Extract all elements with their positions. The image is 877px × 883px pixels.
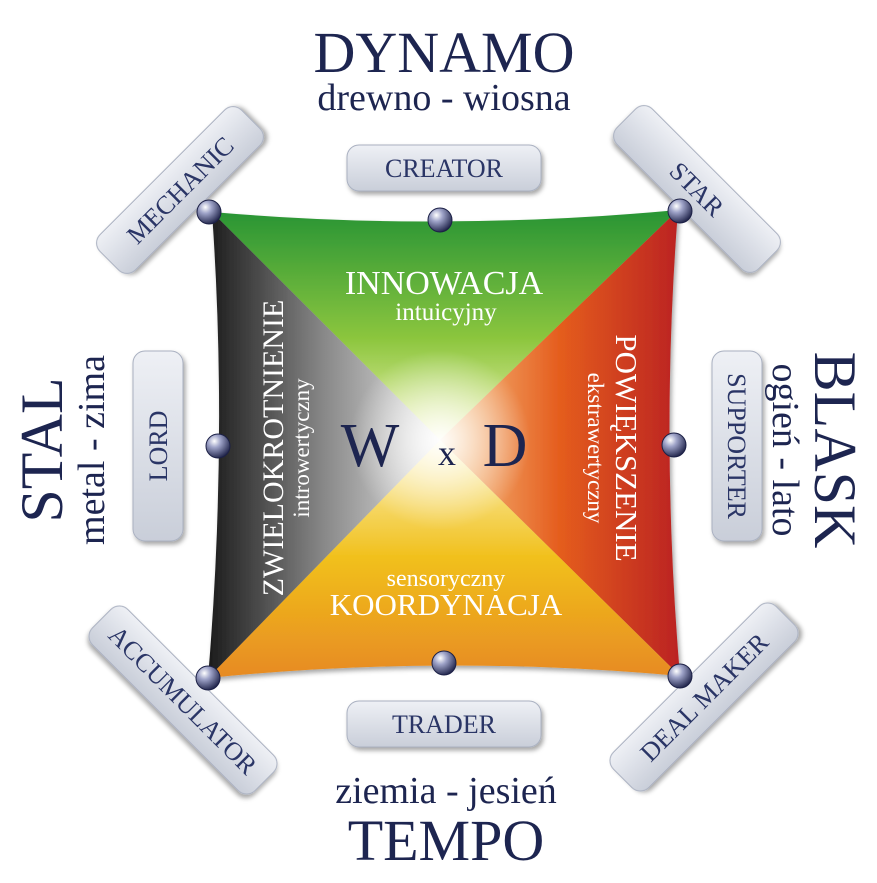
central-square [208,210,680,678]
dynamic-left-element: metal - zima [71,355,113,545]
profile-tab-trader: TRADER [346,700,542,748]
bead [661,432,687,458]
quadrant-right-title: POWIĘKSZENIE [609,334,644,561]
quadrant-left [208,212,440,678]
profile-tab-label: CREATOR [385,154,504,183]
beads [195,198,693,691]
dynamic-top-name: DYNAMO [314,20,575,85]
profile-tab-label: SUPPORTER [722,373,751,519]
center-w: W [341,412,400,480]
bead [431,650,457,676]
profile-tab-creator: CREATOR [346,144,542,192]
profile-tab-shape [346,144,542,192]
dynamic-left-name: STAL [9,377,75,522]
profile-tab-label: LORD [144,411,173,482]
quadrant-right-subtitle: ekstrawertyczny [583,373,608,524]
bead [195,665,221,691]
bead [667,663,693,689]
profile-tab-shape [346,700,542,748]
quadrant-top-title: INNOWACJA [345,265,544,302]
profile-tab-supporter: SUPPORTER [711,350,763,542]
dynamic-right-element: ogień - lato [764,363,806,536]
dynamic-bottom-name: TEMPO [348,808,545,873]
dynamic-right-name: BLASK [802,352,868,549]
profile-tab-lord: LORD [132,350,184,542]
profile-tab-shape [711,350,763,542]
quadrant-left-subtitle: introwertyczny [289,378,314,518]
profile-tab-shape [132,350,184,542]
bead [427,207,453,233]
bead [667,198,693,224]
quadrant-right [440,210,680,676]
quadrant-bottom-title: KOORDYNACJA [330,587,563,622]
bead [205,433,231,459]
bead [196,199,222,225]
quadrant-bottom [208,440,680,678]
quadrant-top-subtitle: intuicyjny [395,299,497,326]
dynamic-bottom-element: ziemia - jesień [335,770,557,812]
quadrant-left-title: ZWIELOKROTNIENIE [257,300,290,597]
quadrant-top [212,210,678,440]
quadrant-bottom-subtitle: sensoryczny [387,566,506,592]
profile-tab-label: TRADER [392,710,497,739]
dynamic-top-element: drewno - wiosna [317,77,570,119]
center-x: x [438,433,456,473]
center-d: D [483,412,528,480]
center-glow [350,350,530,530]
